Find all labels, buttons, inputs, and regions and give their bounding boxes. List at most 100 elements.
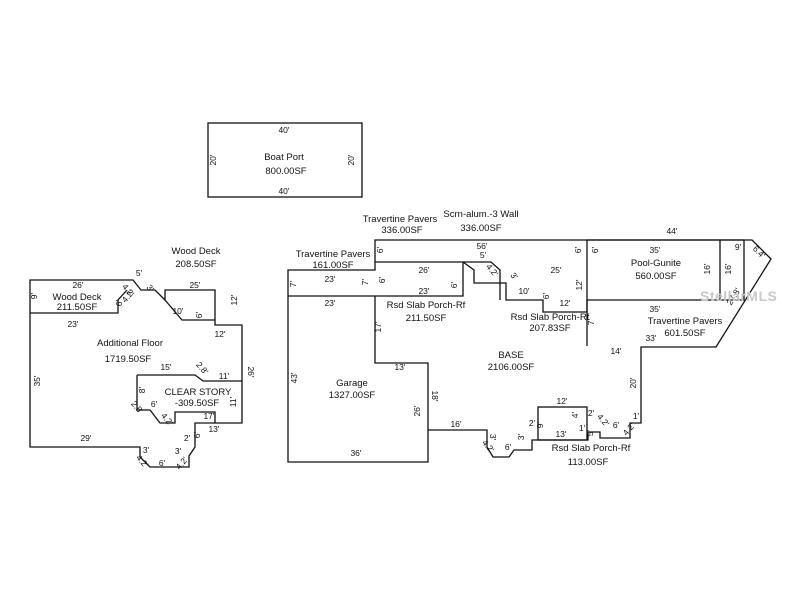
dim-16-bottom: 16' [450,419,461,429]
dim-5-porch3: 5' [585,429,595,436]
dim-10-porch: 10' [518,286,529,296]
dim-6-porch-mid: 6' [449,281,459,288]
dim-4-2c: 4.2' [159,411,176,428]
pool-label: Pool-Gunite [631,258,681,269]
boat-port-dim-right: 20' [346,154,356,165]
dim-11a: 11' [219,371,230,381]
dim-6-porch3: 6' [613,420,620,430]
dim-26-porch: 26' [418,265,429,275]
dim-33: 33' [645,333,656,343]
dim-2-porch3: 2' [588,408,595,418]
dim-6-top-mid: 6' [573,246,583,253]
dim-15: 15' [160,362,171,372]
travertine-pavers-left-area: 161.00SF [312,260,353,271]
dim-5: 5' [136,268,143,278]
travertine-pavers-left-label: Travertine Pavers [296,249,371,260]
clear-story-outline [136,374,242,424]
dim-6a: 6' [114,299,124,306]
wood-deck-top-label: Wood Deck [172,246,221,257]
dim-23-porch: 23' [418,286,429,296]
dim-13a: 13' [208,424,219,434]
boat-port-dim-top: 40' [278,125,289,135]
additional-floor-outline [29,279,243,468]
rsd-slab-2-area: 207.83SF [529,323,570,334]
base-label: BASE [498,350,523,361]
garage-label: Garage [336,378,368,389]
rsd-slab-porch-3-outline [537,406,588,441]
dim-12-porch: 12' [574,279,584,290]
dim-35a: 35' [32,375,42,386]
boat-port-dim-bottom: 40' [278,186,289,196]
dim-26: 26' [72,280,83,290]
dim-13-porch3: 13' [555,429,566,439]
travertine-pavers-top-area: 336.00SF [381,225,422,236]
dim-12b: 12' [214,329,225,339]
dim-8: 8' [137,386,147,393]
dim-35-pool-bottom: 35' [649,304,660,314]
dim-3-bottom-a: 3' [488,434,498,441]
dim-5-top: 5' [480,250,487,260]
dim-6c: 6' [151,399,158,409]
dim-14: 14' [610,346,621,356]
dim-12a: 12' [229,294,239,305]
dim-44: 44' [666,226,677,236]
dim-12-porch-bottom: 12' [559,298,570,308]
dim-16-pool: 16' [702,263,712,274]
rsd-slab-1-label: Rsd Slab Porch-Rf [387,300,466,311]
dim-9-right: 9' [735,242,742,252]
boat-port-area-value: 800.00SF [265,166,306,177]
dim-6d: 6' [192,431,202,438]
rsd-slab-3-label: Rsd Slab Porch-Rf [552,443,631,454]
dim-4-2-porch: 4.2' [484,262,501,279]
pool-area: 560.00SF [635,271,676,282]
dim-4-2d: 4.2' [134,453,151,470]
dim-13-garage: 13' [394,362,405,372]
rsd-slab-1-area: 211.50SF [406,313,447,324]
clear-story-label: CLEAR STORY [165,387,232,398]
dim-23-left-top: 23' [324,274,335,284]
dim-43: 43' [289,372,299,383]
dim-6-top-left: 6' [375,246,385,253]
dim-26b: 26' [246,366,256,377]
additional-floor-label: Additional Floor [97,338,163,349]
boat-port-dim-left: 20' [208,154,218,165]
clear-story-area: -309.50SF [175,398,220,409]
dim-4-2-bottom-a: 4.2' [480,438,497,455]
travertine-pavers-right-area: 601.50SF [664,328,705,339]
rsd-slab-3-area: 113.00SF [568,457,609,468]
dim-36: 36' [350,448,361,458]
garage-area: 1327.00SF [329,390,376,401]
garage-divider [374,296,429,430]
dim-3-porch: 3' [508,270,520,282]
porch-mid-line [375,261,501,300]
right-building: 44' 6' 56' 6' 5' 9' 6' 35' 16' 16' 7' 23… [287,209,772,468]
dim-29: 29' [80,433,91,443]
watermark-logo: StellarMLS [700,288,778,304]
dim-7-pool: 7' [586,318,596,325]
dim-7-porch: 7' [360,278,370,285]
dim-7-left: 7' [288,280,298,287]
dim-10a: 10' [172,306,183,316]
boat-port-outline [207,122,363,198]
scrn-wall-area: 336.00SF [460,223,501,234]
dim-3b: 3' [143,445,150,455]
dim-23-left-bottom: 23' [324,298,335,308]
dim-6b: 6' [194,311,204,318]
dim-26-garage: 26' [412,405,422,416]
dim-16-right: 16' [723,263,733,274]
travertine-pavers-top-label: Travertine Pavers [363,214,438,225]
dim-3c: 3' [175,446,182,456]
dim-6-bottom: 6' [505,442,512,452]
dim-6-4: 6.4' [751,244,768,261]
dim-6e: 6' [159,458,166,468]
main-house-outline [287,239,772,463]
dim-12-porch3: 12' [556,396,567,406]
dim-11b: 11' [228,396,238,407]
dim-4-porch3: 4' [570,411,580,418]
wood-deck-top-area: 208.50SF [175,259,216,270]
wood-deck-inner-outline [30,289,128,314]
dim-3a: 3' [144,282,156,294]
dim-4-2-porch3-a: 4.2' [595,412,612,429]
additional-floor-step [164,299,215,321]
